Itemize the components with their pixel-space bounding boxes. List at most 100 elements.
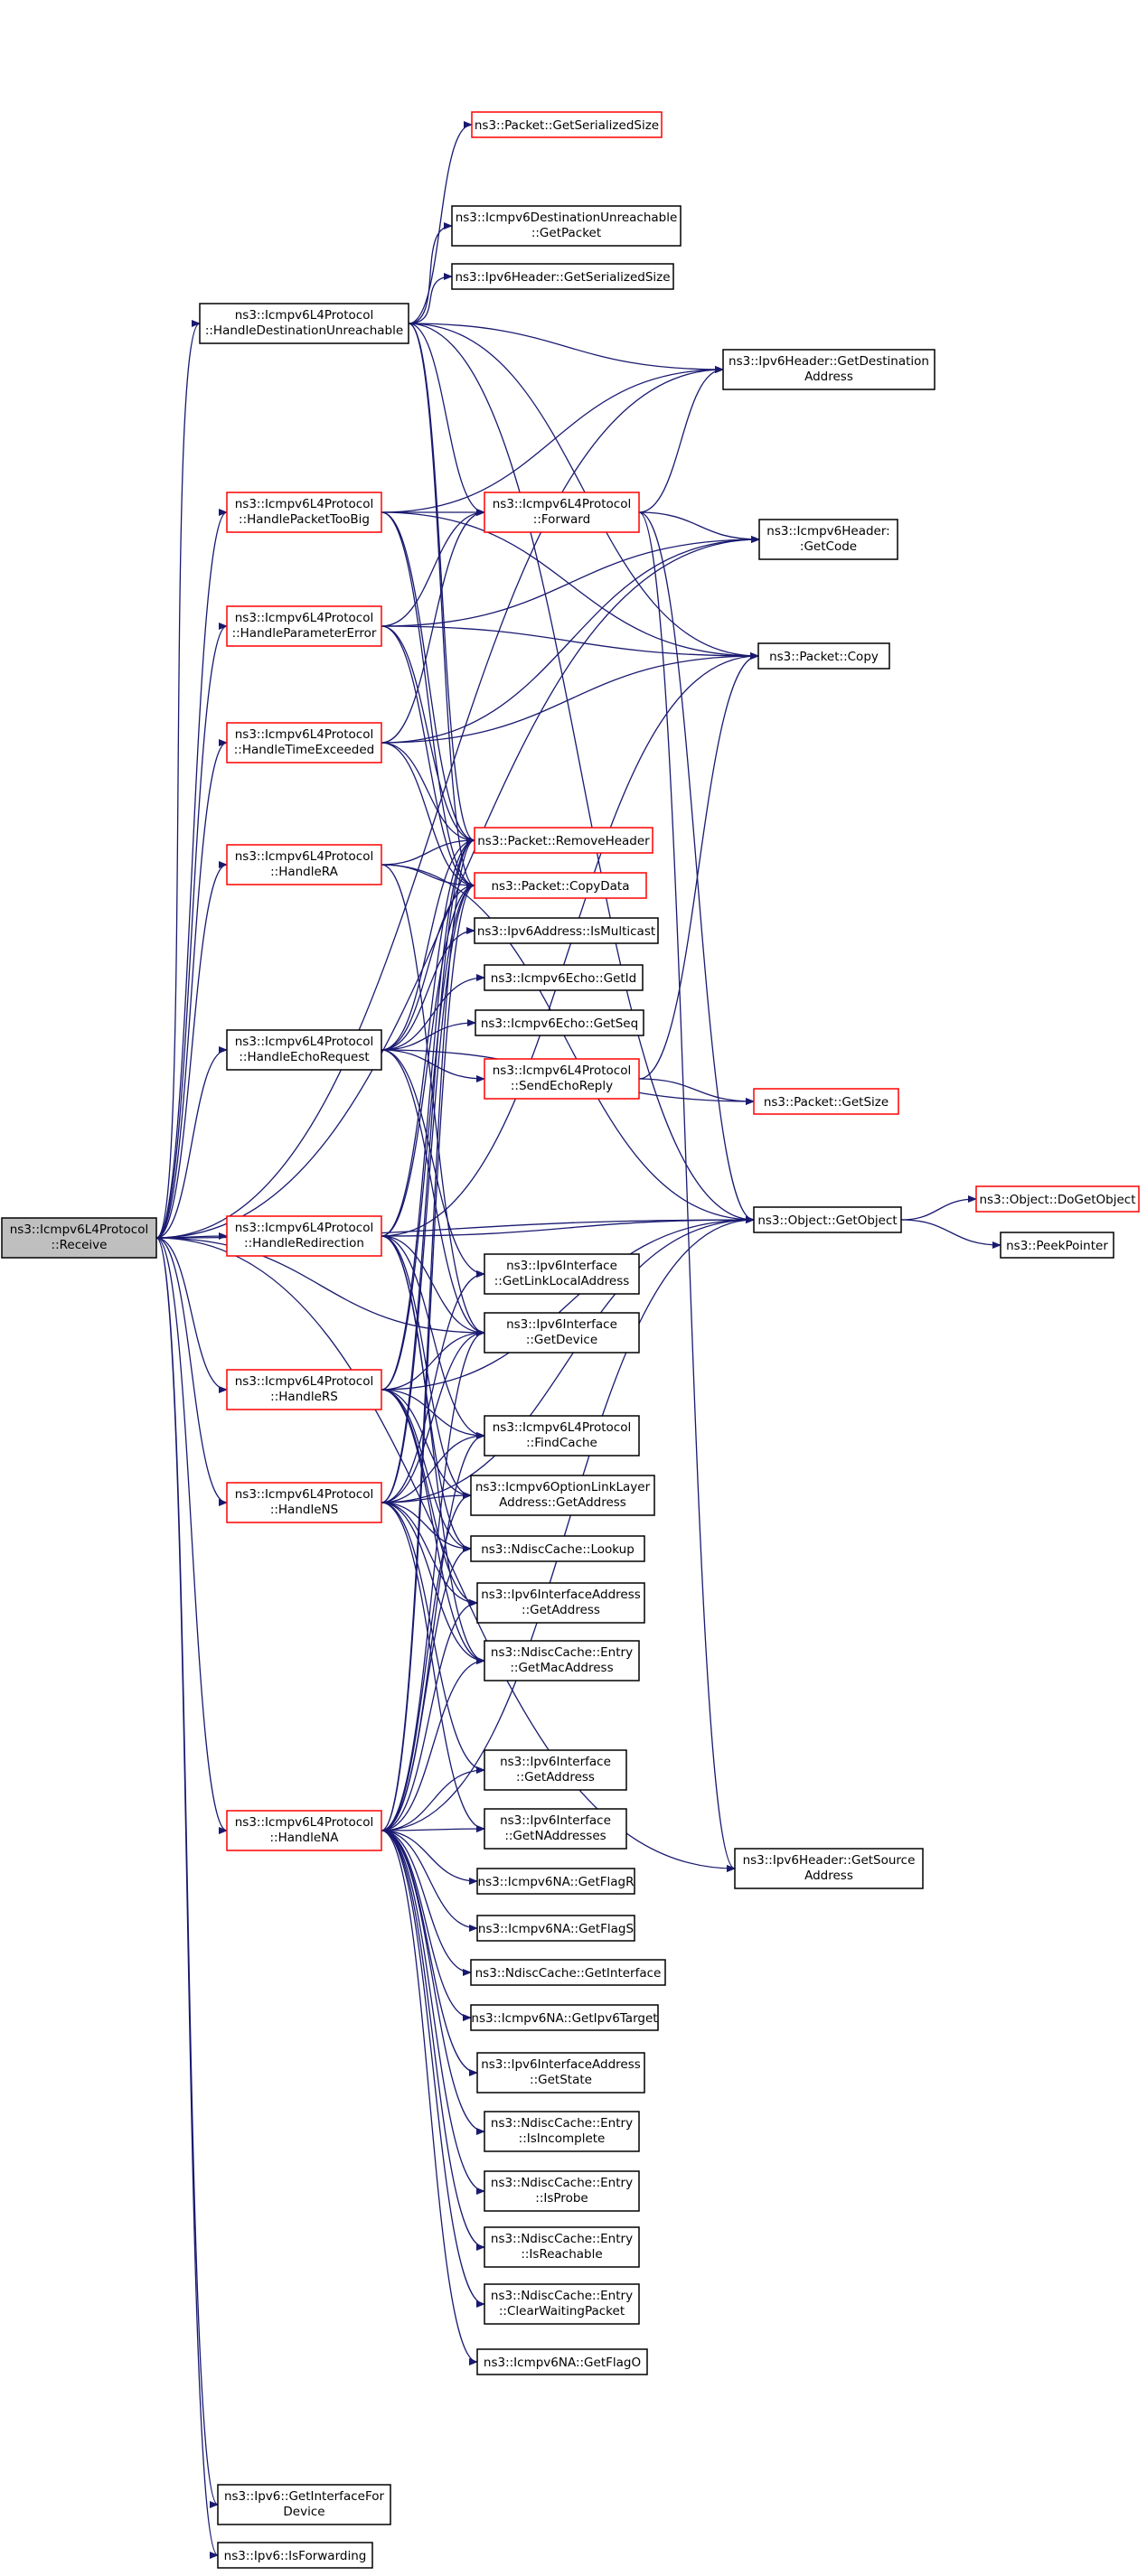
edge-handle_na-to-ndisc_get_interface (381, 1830, 472, 1976)
edge-handle_pkt_too_big-to-remove_header (381, 511, 475, 844)
node-label: Device (283, 2505, 324, 2519)
node-handle_time_exceeded[interactable]: ns3::Icmpv6L4Protocol::HandleTimeExceede… (226, 722, 382, 763)
edge-handle_echo_request-to-remove_header (381, 837, 475, 1051)
node-box (226, 844, 382, 885)
node-entry_is_reachable[interactable]: ns3::NdiscCache::Entry::IsReachable (484, 2226, 640, 2268)
node-label: ns3::NdiscCache::GetInterface (475, 1966, 662, 1981)
node-label: ns3::Icmpv6OptionLinkLayer (475, 1480, 651, 1494)
node-pkt_copy[interactable]: ns3::Packet::Copy (757, 642, 890, 670)
node-na_get_flag_r[interactable]: ns3::Icmpv6NA::GetFlagR (476, 1868, 635, 1895)
node-label: ns3::Icmpv6L4Protocol (235, 1374, 374, 1389)
edge-send_echo_reply-to-pkt_get_size (638, 1078, 755, 1105)
edge-handle_na-to-na_get_flag_o (381, 1830, 478, 2365)
node-label: Address (804, 1869, 853, 1883)
node-label: ::HandleRedirection (244, 1236, 364, 1251)
node-box (474, 872, 647, 899)
node-handle_ns[interactable]: ns3::Icmpv6L4Protocol::HandleNS (226, 1482, 382, 1523)
node-option_ll_get_address[interactable]: ns3::Icmpv6OptionLinkLayerAddress::GetAd… (470, 1475, 655, 1516)
node-label: ns3::Packet::RemoveHeader (477, 834, 650, 848)
node-box (484, 1749, 627, 1791)
edge-handle_echo_request-to-get_link_local_addr (381, 1049, 485, 1278)
node-label: ns3::NdiscCache::Entry (491, 1645, 633, 1660)
node-ifaceaddr_get_address[interactable]: ns3::Ipv6InterfaceAddress::GetAddress (476, 1582, 645, 1624)
node-handle_ra[interactable]: ns3::Icmpv6L4Protocol::HandleRA (226, 844, 382, 885)
node-dest_unreach_get_packet[interactable]: ns3::Icmpv6DestinationUnreachable::GetPa… (451, 205, 682, 247)
node-remove_header[interactable]: ns3::Packet::RemoveHeader (474, 827, 653, 854)
edge-handle_dest_unreach-to-pkt_get_serialized_size (408, 121, 473, 324)
node-label: ns3::NdiscCache::Entry (491, 2176, 633, 2190)
node-ipv6hdr_get_serialized_size[interactable]: ns3::Ipv6Header::GetSerializedSize (451, 263, 674, 290)
node-box (470, 1535, 645, 1562)
node-na_get_ipv6_target[interactable]: ns3::Icmpv6NA::GetIpv6Target (470, 2004, 659, 2031)
node-handle_echo_request[interactable]: ns3::Icmpv6L4Protocol::HandleEchoRequest (226, 1029, 382, 1071)
edge-handle_echo_request-to-copy_data (381, 882, 475, 1051)
edge-handle_redirection-to-pkt_copy (381, 652, 759, 1237)
node-iface_get_naddresses[interactable]: ns3::Ipv6Interface::GetNAddresses (484, 1808, 627, 1850)
node-ndisc_lookup[interactable]: ns3::NdiscCache::Lookup (470, 1535, 645, 1562)
node-box (484, 964, 644, 991)
node-label: ::GetState (530, 2073, 592, 2087)
edge-handle_na-to-entry_is_probe (381, 1830, 485, 2195)
edge-handle_na-to-iface_get_address (381, 1766, 485, 1831)
node-ndisc_get_interface[interactable]: ns3::NdiscCache::GetInterface (470, 1959, 666, 1986)
node-na_get_flag_s[interactable]: ns3::Icmpv6NA::GetFlagS (476, 1915, 635, 1942)
node-iface_get_device[interactable]: ns3::Ipv6Interface::GetDevice (484, 1312, 640, 1354)
node-label: Address::GetAddress (499, 1495, 626, 1510)
node-na_get_flag_o[interactable]: ns3::Icmpv6NA::GetFlagO (476, 2348, 648, 2375)
node-send_echo_reply[interactable]: ns3::Icmpv6L4Protocol::SendEchoReply (484, 1058, 640, 1100)
node-box (484, 1312, 640, 1354)
node-label: ::HandleParameterError (232, 626, 377, 641)
node-pkt_get_size[interactable]: ns3::Packet::GetSize (753, 1088, 899, 1115)
node-label: :GetCode (800, 539, 857, 554)
node-pkt_get_serialized_size[interactable]: ns3::Packet::GetSerializedSize (471, 111, 663, 138)
node-obj_do_get_object[interactable]: ns3::Object::DoGetObject (975, 1185, 1140, 1213)
edge-handle_na-to-ifaceaddr_get_address (381, 1599, 478, 1831)
node-obj_get_object[interactable]: ns3::Object::GetObject (753, 1206, 902, 1233)
node-handle_rs[interactable]: ns3::Icmpv6L4Protocol::HandleRS (226, 1369, 382, 1410)
edge-receive-to-ipv6_is_forwarding (155, 1237, 219, 2559)
node-box (226, 1215, 382, 1257)
node-handle_dest_unreach[interactable]: ns3::Icmpv6L4Protocol::HandleDestination… (199, 303, 409, 344)
edge-forward-to-obj_get_object (638, 511, 755, 1223)
node-find_cache[interactable]: ns3::Icmpv6L4Protocol::FindCache (484, 1415, 640, 1457)
node-label: ns3::Icmpv6NA::GetFlagO (484, 2356, 641, 2370)
nodes: ns3::Icmpv6L4Protocol::Receivens3::Icmpv… (1, 111, 1140, 2569)
node-entry_is_incomplete[interactable]: ns3::NdiscCache::Entry::IsIncomplete (484, 2111, 640, 2152)
node-box (484, 1808, 627, 1850)
node-get_link_local_addr[interactable]: ns3::Ipv6Interface::GetLinkLocalAddress (484, 1253, 640, 1295)
node-label: ns3::Ipv6Address::IsMulticast (477, 924, 655, 939)
node-handle_redirection[interactable]: ns3::Icmpv6L4Protocol::HandleRedirection (226, 1215, 382, 1257)
node-icmpv6hdr_get_code[interactable]: ns3::Icmpv6Header::GetCode (758, 519, 898, 560)
edge-handle_redirection-to-find_cache (381, 1235, 485, 1439)
edge-handle_param_error-to-forward (381, 509, 485, 627)
node-entry_clear_waiting[interactable]: ns3::NdiscCache::Entry::ClearWaitingPack… (484, 2283, 640, 2325)
node-label: ns3::Packet::GetSerializedSize (475, 118, 659, 133)
node-handle_pkt_too_big[interactable]: ns3::Icmpv6L4Protocol::HandlePacketTooBi… (226, 492, 382, 533)
node-box (226, 1810, 382, 1851)
node-entry_is_probe[interactable]: ns3::NdiscCache::Entry::IsProbe (484, 2170, 640, 2212)
node-label: ::GetLinkLocalAddress (494, 1274, 630, 1288)
node-label: ns3::Ipv6Header::GetDestination (729, 354, 929, 369)
node-echo_get_seq[interactable]: ns3::Icmpv6Echo::GetSeq (475, 1009, 644, 1036)
node-box (484, 1640, 640, 1681)
node-box (757, 642, 890, 670)
node-echo_get_id[interactable]: ns3::Icmpv6Echo::GetId (484, 964, 644, 991)
node-iface_get_address[interactable]: ns3::Ipv6Interface::GetAddress (484, 1749, 627, 1791)
node-forward[interactable]: ns3::Icmpv6L4Protocol::Forward (484, 492, 640, 533)
node-peek_pointer[interactable]: ns3::PeekPointer (1000, 1232, 1114, 1259)
node-handle_param_error[interactable]: ns3::Icmpv6L4Protocol::HandleParameterEr… (226, 605, 382, 647)
node-box (484, 1253, 640, 1295)
node-ipv6addr_is_multicast[interactable]: ns3::Ipv6Address::IsMulticast (474, 917, 659, 944)
node-copy_data[interactable]: ns3::Packet::CopyData (474, 872, 647, 899)
edge-handle_dest_unreach-to-ipv6hdr_get_serialized_size (408, 273, 453, 324)
node-handle_na[interactable]: ns3::Icmpv6L4Protocol::HandleNA (226, 1810, 382, 1851)
node-entry_get_mac[interactable]: ns3::NdiscCache::Entry::GetMacAddress (484, 1640, 640, 1681)
node-ifaceaddr_get_state[interactable]: ns3::Ipv6InterfaceAddress::GetState (476, 2052, 645, 2094)
edge-handle_ns-to-copy_data (381, 882, 475, 1503)
node-ipv6_is_forwarding[interactable]: ns3::Ipv6::IsForwarding (217, 2542, 373, 2569)
node-label: ::GetPacket (531, 226, 601, 240)
edge-forward-to-ipv6hdr_get_dest (638, 366, 724, 513)
